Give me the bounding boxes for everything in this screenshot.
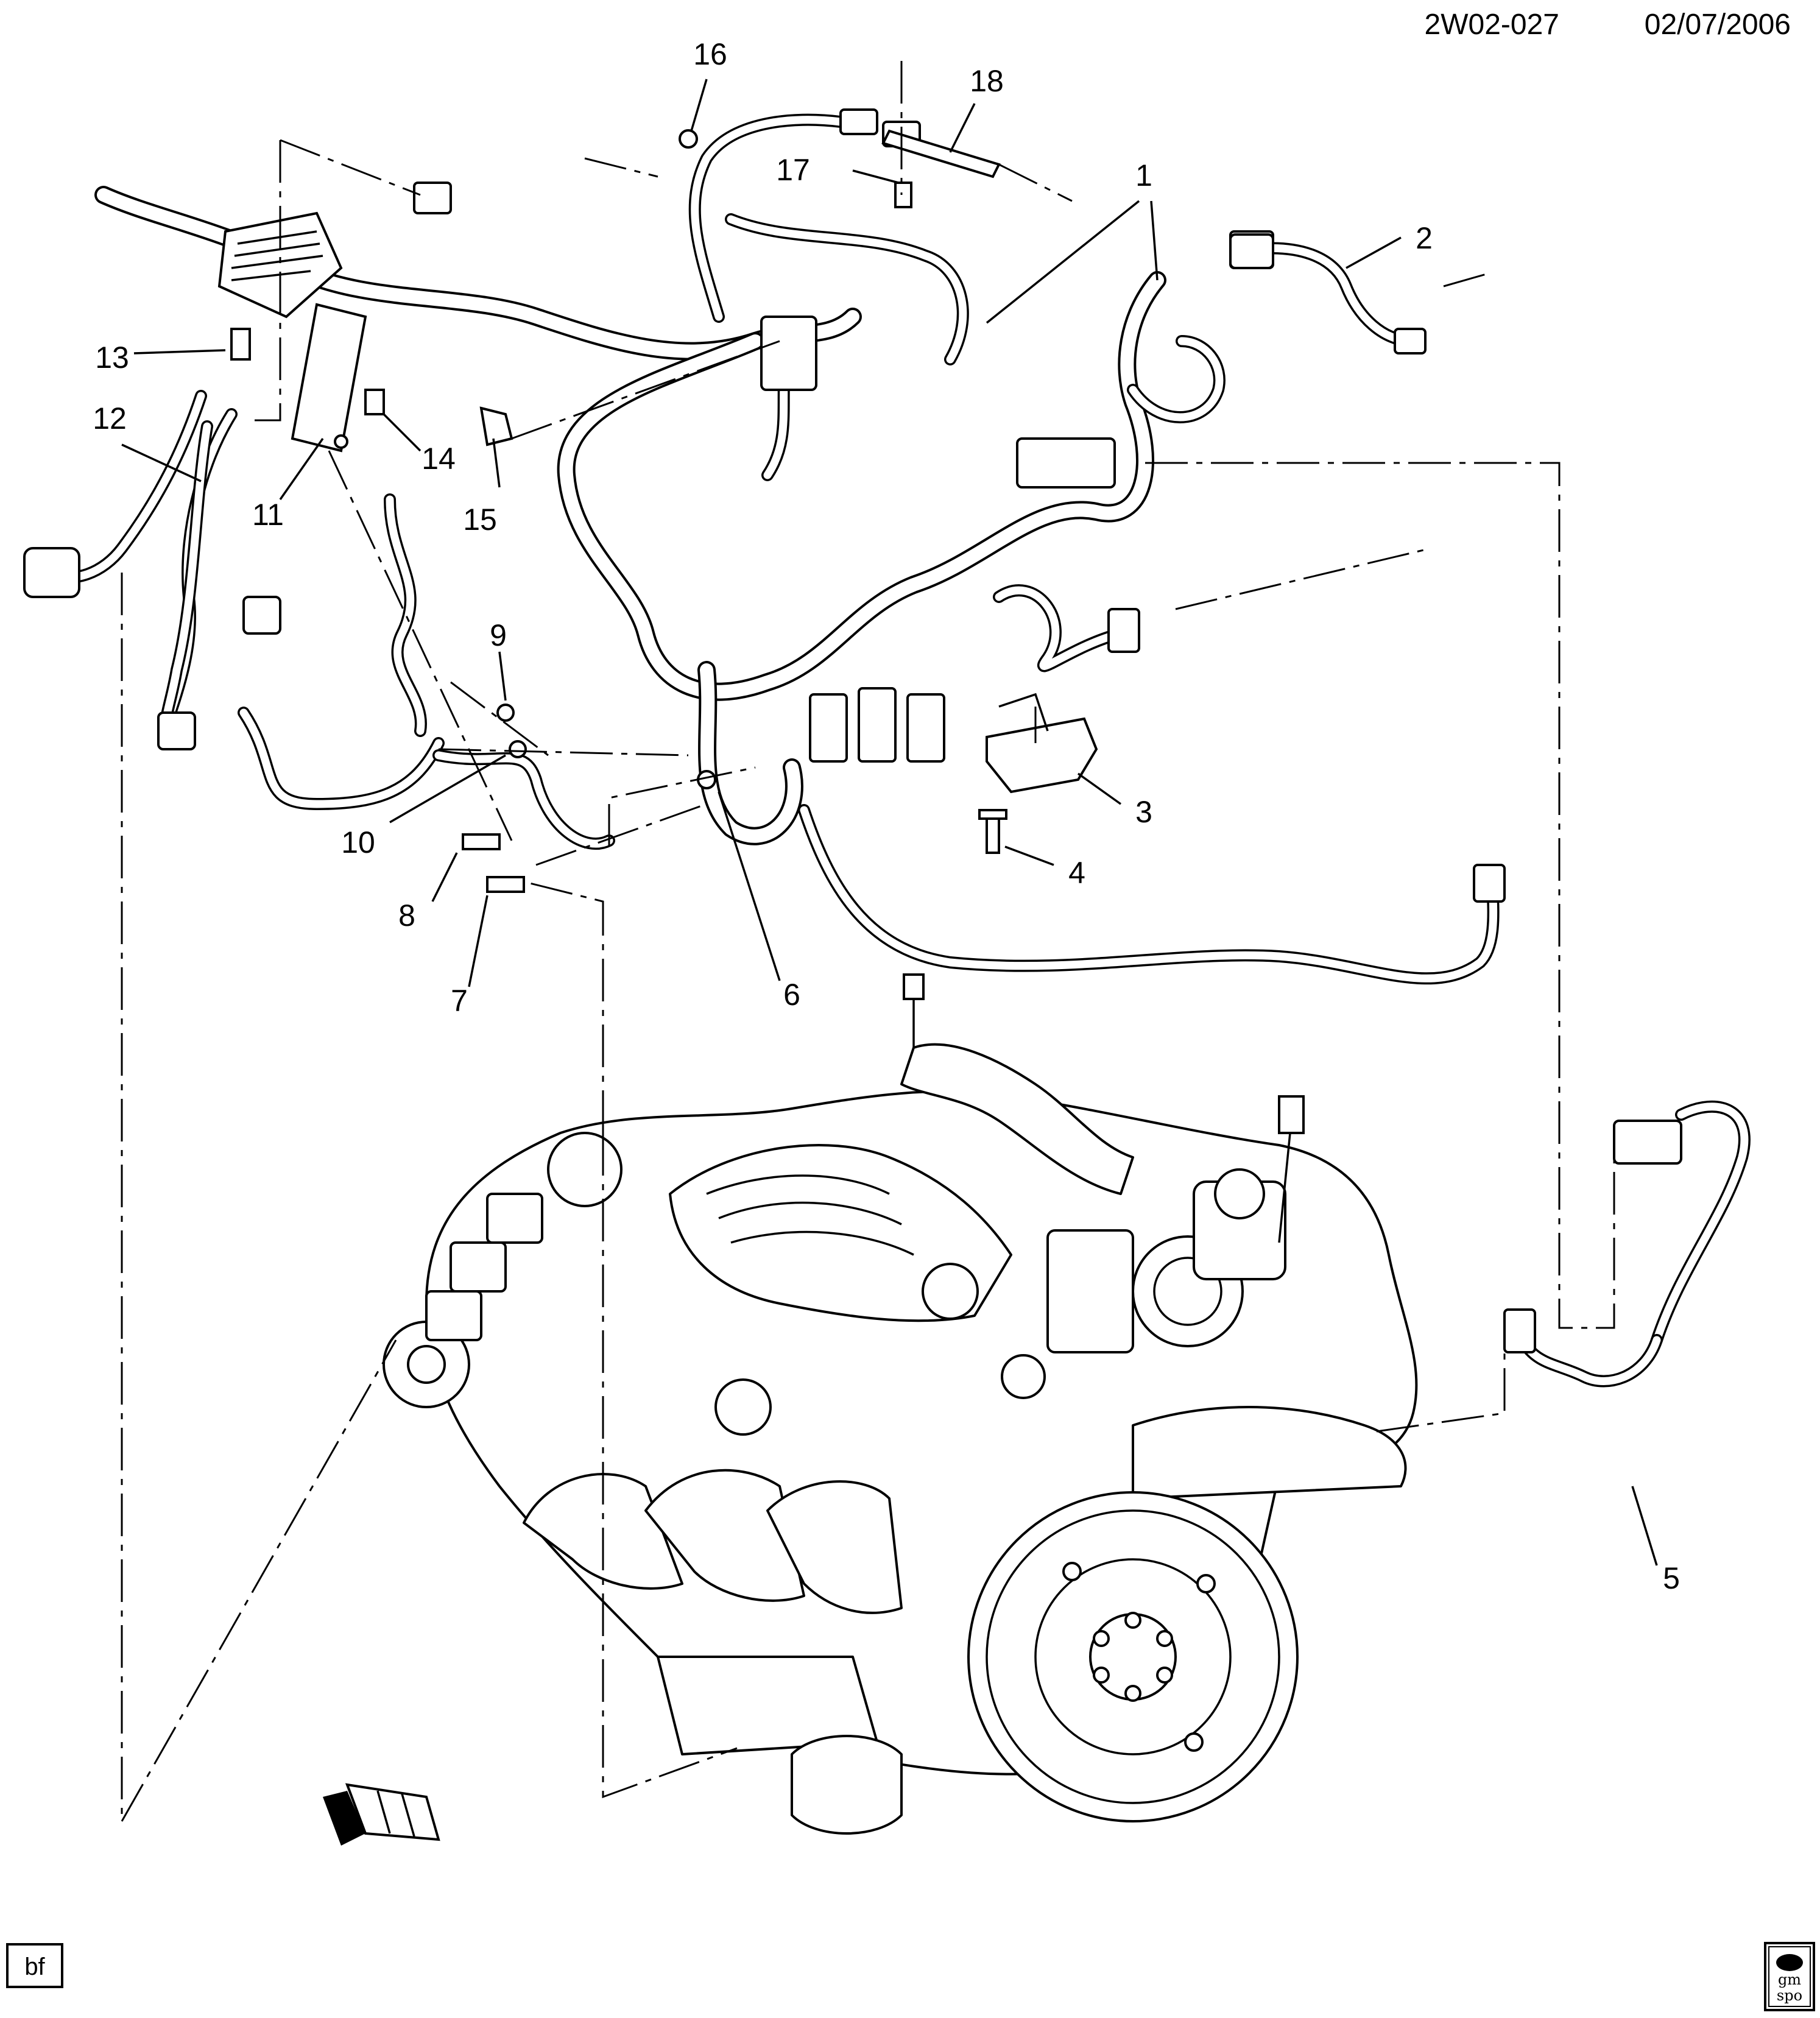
connector-block <box>760 316 817 391</box>
stamp-line-gm: gm <box>1778 1971 1801 1988</box>
callout-14: 14 <box>421 442 456 476</box>
callout-18: 18 <box>970 64 1004 98</box>
part-9-nut <box>496 704 515 722</box>
callout-3: 3 <box>1135 795 1152 829</box>
connector-block <box>809 693 848 763</box>
part-14-bolt <box>364 389 385 415</box>
callout-5: 5 <box>1663 1561 1680 1595</box>
connector-plug <box>1473 864 1506 903</box>
part-3-bracket <box>986 693 1098 794</box>
callout-12: 12 <box>93 401 127 436</box>
callout-8: 8 <box>398 898 415 933</box>
reference-lines <box>121 61 1615 1822</box>
part-13-clip <box>230 328 251 361</box>
callout-7: 7 <box>451 984 468 1018</box>
callout-labels: 1 2 3 4 5 6 7 8 9 10 11 12 13 14 15 16 1… <box>93 37 1680 1595</box>
part-16-nut <box>679 129 698 149</box>
module-connector <box>1016 437 1116 489</box>
diagram-code: 2W02-027 <box>1425 9 1559 41</box>
part-8-bolt <box>462 833 501 850</box>
gm-spo-logo-icon: gm spo <box>1764 1942 1815 2011</box>
callout-6: 6 <box>783 978 800 1012</box>
callout-1: 1 <box>1135 158 1152 192</box>
part-18-sensor <box>881 129 1001 178</box>
part-10-nut <box>509 740 527 758</box>
callout-13: 13 <box>95 340 129 375</box>
part-4-bolt <box>978 809 1007 854</box>
callout-17: 17 <box>776 153 810 187</box>
connector-plug <box>1107 608 1140 653</box>
callout-4: 4 <box>1068 856 1085 890</box>
diagram-date: 02/07/2006 <box>1645 9 1791 41</box>
part-7-bolt <box>486 876 525 893</box>
engine-wiring-harness <box>94 108 1506 985</box>
connector-block <box>906 693 945 763</box>
part-17-bolt <box>894 182 912 208</box>
front-direction-arrow-icon <box>323 1783 440 1846</box>
part-12-sub-harness <box>23 390 281 750</box>
engine-assembly <box>383 973 1418 1835</box>
fasteners <box>230 129 1001 893</box>
part-11-bracket <box>291 303 367 453</box>
harness-fuse-block <box>217 211 343 319</box>
callout-leaders <box>121 79 1658 1566</box>
callout-11: 11 <box>252 498 284 532</box>
part-5-harness <box>1503 1100 1751 1388</box>
connector-block <box>858 687 897 763</box>
part-2-jumper-harness <box>1229 233 1427 355</box>
callout-10: 10 <box>341 825 375 859</box>
corner-tag-text: bf <box>24 1953 45 1980</box>
callout-16: 16 <box>693 37 727 71</box>
callout-9: 9 <box>490 618 507 652</box>
connector-plug <box>413 182 452 214</box>
stamp-line-spo: spo <box>1777 1987 1802 2004</box>
corner-tag: bf <box>6 1943 63 1988</box>
part-15-clip <box>479 406 513 446</box>
callout-2: 2 <box>1416 221 1433 255</box>
connector-plug <box>839 108 878 135</box>
callout-15: 15 <box>463 503 497 537</box>
